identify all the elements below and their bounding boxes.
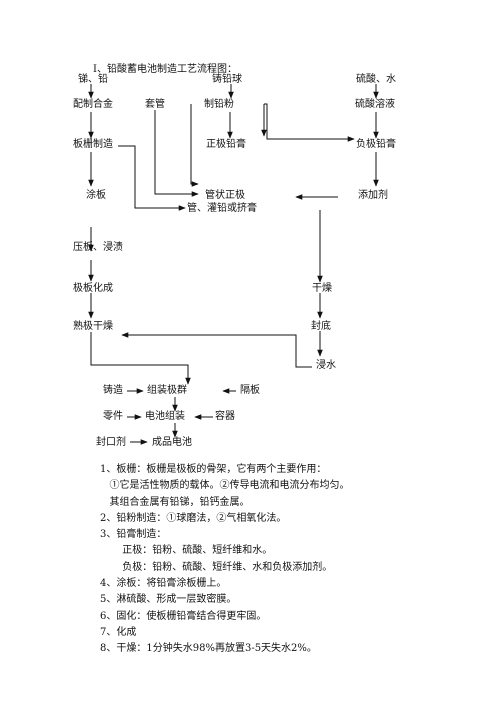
node-pos-paste: 正极铅膏 (206, 139, 246, 150)
note-line: 负极：铅粉、硫酸、短纤维、水和负极添加剂。 (100, 561, 333, 573)
node-sleeve: 套管 (145, 99, 165, 110)
node-neg-paste: 负极铅膏 (356, 139, 396, 150)
node-lead-powder: 制铅粉 (204, 99, 234, 110)
arrow-cured-plategroup (90, 332, 191, 385)
node-pasting: 涂板 (86, 190, 106, 201)
node-alloy: 配制合金 (73, 99, 113, 110)
node-press-soak: 压板、浸渍 (73, 242, 123, 253)
arrow-powder-tubular (190, 104, 199, 187)
node-drying: 干燥 (312, 283, 332, 294)
node-acid-solution: 硫酸溶液 (355, 99, 395, 110)
note-line: 7、化成 (100, 626, 137, 638)
node-parts: 零件 (103, 411, 123, 422)
note-line: 2、铅粉制造：①球磨法，②气相氧化法。 (100, 512, 287, 524)
arrow-sleeve-tubular (154, 110, 199, 197)
node-casting: 铸造 (103, 385, 123, 396)
note-line: 4、涂板：将铅膏涂板栅上。 (100, 578, 227, 590)
note-line: 正极：铅粉、硫酸、短纤维和水。 (100, 545, 273, 557)
node-sealant: 封口剂 (96, 437, 126, 448)
node-cured-drying: 熟极干燥 (73, 321, 113, 332)
arrow-grid-tubular (118, 145, 186, 211)
notes-list: 1、板栅：板栅是极板的骨架，它有两个主要作用： ①它是活性物质的载体。②传导电流… (100, 462, 350, 658)
note-line: 6、固化：使板栅铅膏结合得更牢固。 (100, 610, 267, 622)
note-line: 其组合金属有铅锑，铅钙金属。 (100, 496, 250, 508)
node-grid: 板栅制造 (73, 139, 113, 150)
arrow-powder-negpaste (264, 103, 355, 142)
arrow-soak-cured (121, 332, 312, 368)
note-line: 5、淋硫酸、形成一层致密膜。 (100, 594, 237, 606)
node-tubular-positive: 管状正极 (205, 190, 245, 201)
node-separator: 隔板 (240, 385, 260, 396)
note-line: 8、干燥：1分钟失水98%再放置3-5天失水2%。 (100, 643, 317, 655)
node-battery-assembly: 电池组装 (145, 411, 185, 422)
node-acid-water: 硫酸、水 (356, 74, 396, 85)
node-tin-lead: 锑、铅 (78, 74, 108, 85)
node-soak-water: 浸水 (316, 360, 336, 371)
note-line: ①它是活性物质的载体。②传导电流和电流分布均匀。 (100, 480, 350, 492)
node-plate-group: 组装极群 (147, 385, 187, 396)
node-finished-battery: 成品电池 (152, 437, 192, 448)
node-tubular-fill: 管、灌铅或挤膏 (187, 203, 257, 214)
page-title: I、铅酸蓄电池制造工艺流程图： (93, 64, 237, 75)
note-line: 1、板栅：板栅是极板的骨架，它有两个主要作用： (100, 464, 327, 475)
node-formation: 极板化成 (73, 283, 113, 294)
node-container: 容器 (215, 411, 235, 422)
node-cast-lead-ball: 铸铅球 (212, 74, 242, 85)
node-seal-bottom: 封底 (311, 321, 331, 332)
note-line: 3、铅膏制造： (100, 529, 167, 541)
node-additive: 添加剂 (358, 190, 388, 201)
